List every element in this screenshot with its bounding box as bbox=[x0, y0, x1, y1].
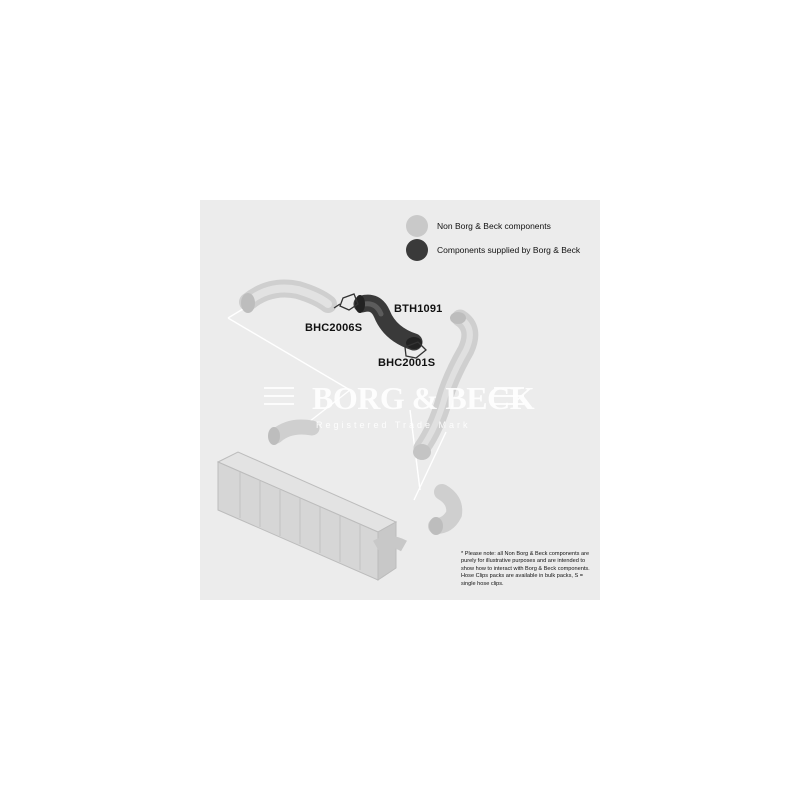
watermark-brand: BORG & BECK bbox=[312, 380, 535, 416]
lower-right-hose bbox=[428, 484, 463, 535]
upper-left-hose bbox=[239, 279, 337, 313]
label-bhc2006s: BHC2006S bbox=[305, 322, 363, 334]
label-bhc2001s: BHC2001S bbox=[378, 357, 436, 369]
clip-bhc2006s bbox=[333, 293, 359, 311]
watermark-tagline: Registered Trade Mark bbox=[316, 420, 471, 430]
clip-bhc2001s bbox=[404, 341, 427, 359]
diagram-panel: BORG & BECK Registered Trade Mark Non Bo… bbox=[200, 200, 600, 600]
component-drawing bbox=[216, 279, 524, 581]
watermark-logo bbox=[264, 387, 524, 405]
legend-bb-label: Components supplied by Borg & Beck bbox=[437, 245, 581, 255]
disclaimer-note: * Please note: all Non Borg & Beck compo… bbox=[461, 551, 590, 587]
right-hose bbox=[413, 309, 479, 460]
label-bth1091: BTH1091 bbox=[394, 303, 443, 315]
legend-bb: Components supplied by Borg & Beck bbox=[406, 239, 580, 261]
bb-swatch-icon bbox=[406, 239, 428, 261]
non-bb-swatch-icon bbox=[406, 215, 428, 237]
legend-non-bb: Non Borg & Beck components bbox=[406, 215, 551, 237]
intercooler bbox=[216, 451, 407, 581]
left-middle-hose bbox=[268, 419, 320, 445]
legend-non-bb-label: Non Borg & Beck components bbox=[437, 221, 551, 231]
